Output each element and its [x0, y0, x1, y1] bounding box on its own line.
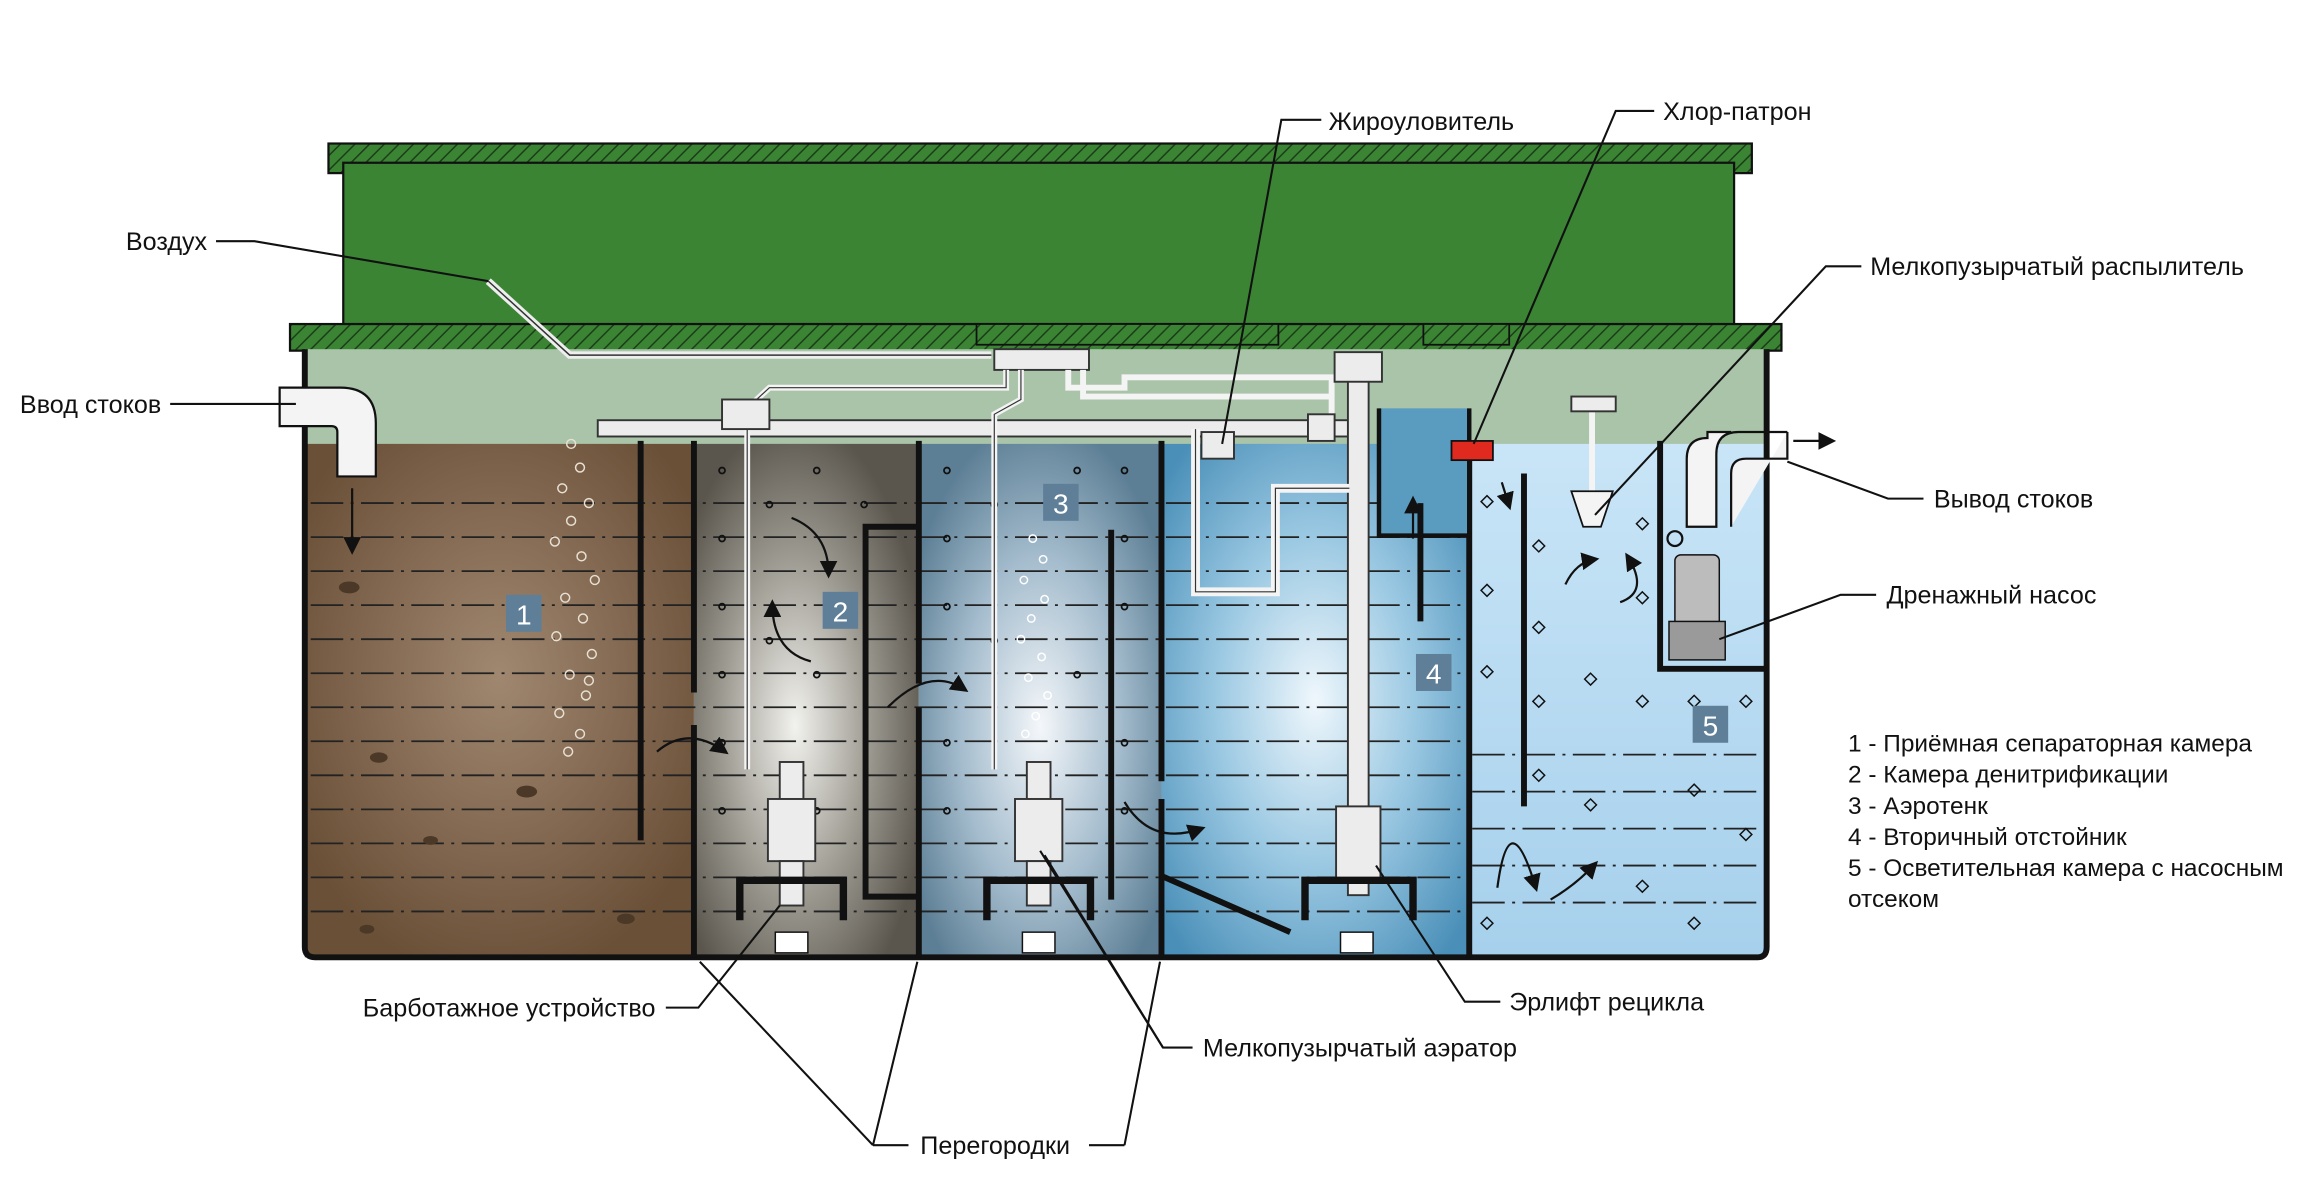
chamber-number-5: 5: [1703, 710, 1719, 741]
airlift-riser: [1346, 371, 1370, 812]
tank-outline: [301, 349, 1770, 961]
fine-sprayer: [1570, 490, 1614, 528]
flow-arrows: [343, 432, 1837, 901]
chlorine-cartridge: [1450, 440, 1494, 462]
air-bubbles-3: [1016, 534, 1052, 739]
label-partitions: Перегородки: [920, 1132, 1070, 1160]
legend-item-3: 3 - Аэротенк: [1848, 793, 1988, 820]
leader-lines: [170, 109, 1924, 1147]
label-airlift: Эрлифт рецикла: [1509, 989, 1704, 1017]
label-grease-trap: Жироуловитель: [1329, 108, 1514, 136]
air-manifold: [993, 348, 1090, 371]
label-drain-pump: Дренажный насос: [1886, 582, 2096, 610]
chamber-number-3: 3: [1053, 488, 1069, 519]
chamber-1: [304, 443, 694, 958]
legend: 1 - Приёмная сепараторная камера 2 - Кам…: [1848, 731, 2284, 913]
service-hatch-2: [1422, 323, 1511, 346]
sludge-spots: [338, 581, 635, 934]
service-hatch-1: [975, 323, 1280, 346]
label-chlorine: Хлор-патрон: [1663, 98, 1811, 126]
outlet-pipe: [1685, 430, 1789, 528]
label-air: Воздух: [126, 228, 208, 256]
lid-body: [342, 161, 1736, 330]
activated-sludge-dots: [718, 466, 1129, 815]
label-outlet: Вывод стоков: [1934, 486, 2093, 514]
legend-item-5: 5 - Осветительная камера с насосным: [1848, 855, 2284, 882]
chamber-badges: 1 2 3 4 5: [506, 483, 1729, 743]
label-fine-aerator: Мелкопузырчатый аэратор: [1203, 1034, 1517, 1062]
chamber-5: [1469, 443, 1767, 958]
chamber-number-2: 2: [833, 596, 849, 627]
chamber-number-1: 1: [516, 599, 532, 630]
grease-trap-box: [1376, 408, 1472, 538]
chamber-number-4: 4: [1426, 659, 1442, 690]
legend-item-4: 4 - Вторичный отстойник: [1848, 824, 2127, 851]
air-bubbles-1: [549, 438, 600, 757]
label-fine-sprayer: Мелкопузырчатый распылитель: [1870, 253, 2244, 281]
drain-pump: [1666, 530, 1726, 661]
label-inlet: Ввод стоков: [20, 391, 161, 419]
legend-item-2: 2 - Камера денитрификации: [1848, 762, 2168, 789]
inlet-pipe: [278, 386, 377, 478]
aerator-units: [736, 761, 1417, 954]
clarifier-particles: [1480, 494, 1753, 931]
partition-walls: [637, 440, 1767, 958]
legend-item-5-cont: отсеком: [1848, 886, 1939, 913]
legend-item-1: 1 - Приёмная сепараторная камера: [1848, 731, 2252, 758]
air-distribution-pipe: [596, 419, 1351, 438]
label-bubbler: Барботажное устройство: [363, 994, 656, 1022]
water-lines: [310, 502, 1764, 913]
